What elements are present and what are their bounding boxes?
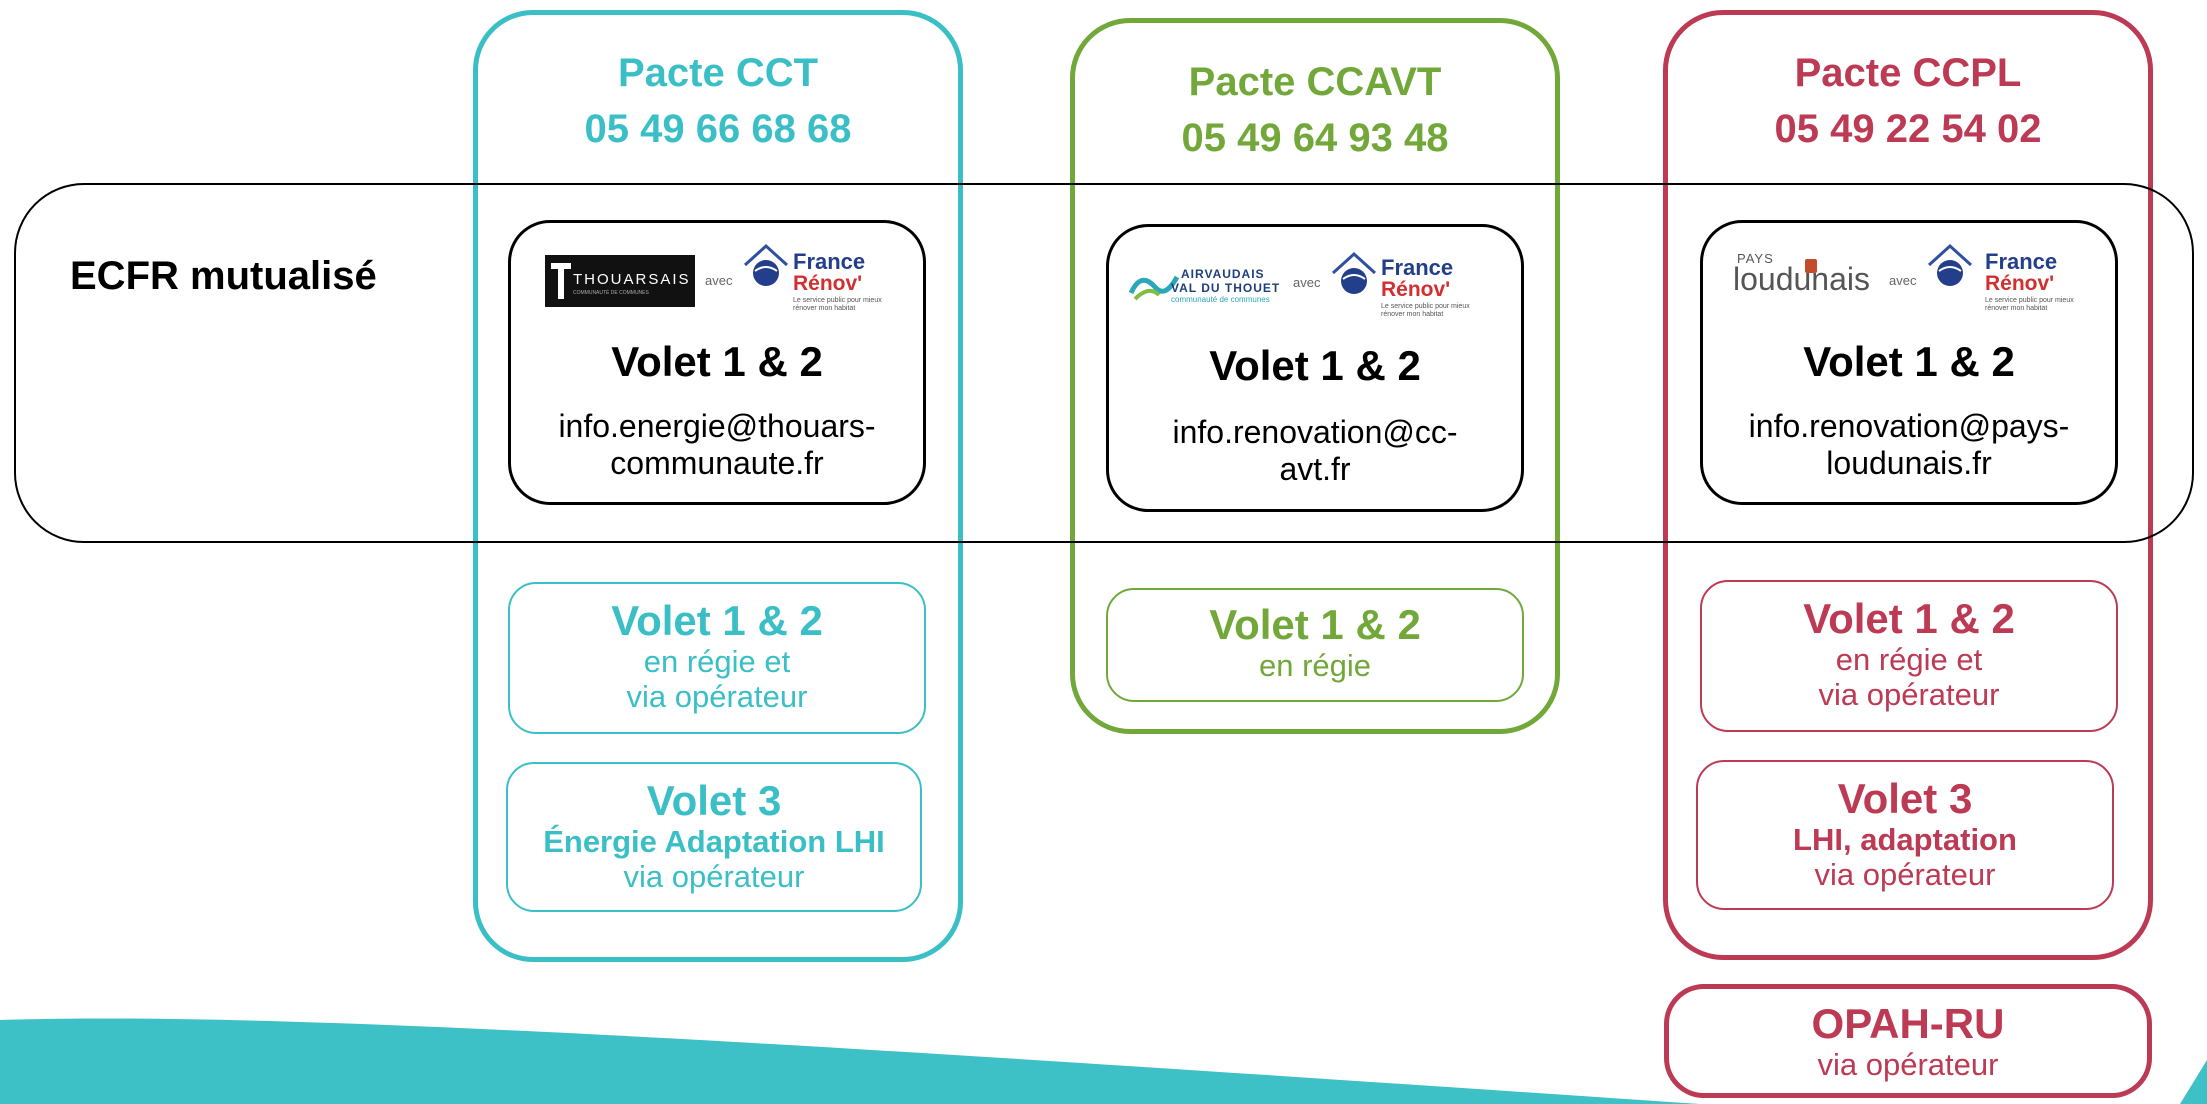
teal-corner-decoration [2180, 1060, 2207, 1104]
cct-email-line-2: communaute.fr [610, 445, 824, 481]
cct-logo-row: THOUARSAIS COMMUNAUTÉ DE COMMUNES avec F… [511, 243, 923, 313]
ccpl-ecfr-title: Volet 1 & 2 [1803, 338, 2015, 385]
ccavt-volet12-title: Volet 1 & 2 [1209, 601, 1421, 648]
cct-volet12-title: Volet 1 & 2 [611, 597, 823, 644]
cct-volet3-box: Volet 3 Énergie Adaptation LHI via opéra… [506, 762, 922, 912]
france-renov-logo-renov: Rénov' [1381, 278, 1451, 301]
cct-volet3-subtitle: Énergie Adaptation LHI [543, 824, 885, 859]
ccavt-logo-row: AIRVAUDAIS VAL DU THOUET communauté de c… [1109, 251, 1521, 321]
france-renov-logo-renov: Rénov' [1985, 272, 2055, 295]
ccpl-volet12-box: Volet 1 & 2 en régie et via opérateur [1700, 580, 2118, 732]
ccpl-email-line-2: loudunais.fr [1826, 445, 1992, 481]
cct-ecfr-title: Volet 1 & 2 [611, 338, 823, 385]
avec-text: avec [705, 273, 733, 288]
ccpl-phone: 05 49 22 54 02 [1774, 107, 2042, 151]
thouarsais-logo-t-stem [558, 269, 564, 299]
ccavt-title: Pacte CCAVT [1188, 60, 1442, 104]
ccavt-volet12-line-1: en régie [1258, 648, 1372, 683]
avec-text: avec [1293, 275, 1321, 290]
cct-volet12-line-2: via opérateur [626, 679, 808, 714]
france-renov-house-icon [743, 243, 789, 286]
ccpl-volet3-line: via opérateur [1814, 857, 1996, 892]
ccavt-ecfr-card: AIRVAUDAIS VAL DU THOUET communauté de c… [1106, 224, 1524, 512]
ccpl-volet12-title: Volet 1 & 2 [1803, 595, 2015, 642]
france-renov-logo-renov: Rénov' [793, 272, 863, 295]
france-renov-house-icon [1927, 243, 1973, 286]
ccavt-email-line-1: info.renovation@cc- [1172, 414, 1458, 450]
ccpl-ecfr-email: info.renovation@pays- loudunais.fr [1703, 408, 2115, 482]
loudunais-logo-pays: PAYS [1737, 251, 1774, 266]
ccpl-ecfr-card: PAYS loudunais avec France Rénov' Le ser… [1700, 220, 2118, 505]
ccpl-volet3-box: Volet 3 LHI, adaptation via opérateur [1696, 760, 2114, 910]
ccpl-opah-ru-box: OPAH-RU via opérateur [1664, 984, 2152, 1098]
cct-phone: 05 49 66 68 68 [584, 107, 852, 151]
france-renov-tagline: Le service public pour mieux rénover mon… [1985, 297, 2074, 312]
ccavt-volet12-box: Volet 1 & 2 en régie [1106, 588, 1524, 702]
airvaudais-logo-line-3: communauté de communes [1171, 295, 1270, 304]
ccpl-volet3-subtitle: LHI, adaptation [1793, 822, 2017, 857]
ecfr-band [14, 183, 2194, 543]
ecfr-label: ECFR mutualisé [70, 254, 377, 298]
ccavt-email-line-2: avt.fr [1279, 451, 1351, 487]
loudunais-logo-crest [1805, 259, 1817, 273]
cct-title: Pacte CCT [617, 51, 819, 95]
thouarsais-logo-subtext: COMMUNAUTÉ DE COMMUNES [573, 290, 649, 296]
france-renov-logo-france: France [1985, 249, 2058, 274]
cct-email-line-1: info.energie@thouars- [558, 408, 876, 444]
cct-volet12-line-1: en régie et [643, 644, 791, 679]
ccavt-column-frame [1070, 18, 1560, 734]
cct-volet3-title: Volet 3 [646, 777, 782, 824]
ccpl-volet12-line-2: via opérateur [1818, 677, 2000, 712]
ccpl-title: Pacte CCPL [1794, 51, 2022, 95]
france-renov-tagline: Le service public pour mieux rénover mon… [1381, 303, 1470, 318]
cct-ecfr-card: THOUARSAIS COMMUNAUTÉ DE COMMUNES avec F… [508, 220, 926, 505]
thouarsais-logo-t-mark [551, 263, 571, 269]
ccpl-email-line-1: info.renovation@pays- [1748, 408, 2070, 444]
cct-volet3-line: via opérateur [623, 859, 805, 894]
ccpl-volet3-title: Volet 3 [1837, 775, 1973, 822]
thouarsais-logo: THOUARSAIS COMMUNAUTÉ DE COMMUNES [545, 255, 695, 307]
loudunais-logo-text: loudunais [1733, 261, 1870, 297]
ccpl-volet12-line-1: en régie et [1835, 642, 1983, 677]
cct-volet12-box: Volet 1 & 2 en régie et via opérateur [508, 582, 926, 734]
thouarsais-logo-text: THOUARSAIS [573, 271, 691, 288]
airvaudais-logo-line-2: VAL DU THOUET [1171, 281, 1281, 295]
avec-text: avec [1889, 273, 1917, 288]
ccpl-header: Pacte CCPL 05 49 22 54 02 [1663, 45, 2153, 157]
cct-header: Pacte CCT 05 49 66 68 68 [473, 45, 963, 157]
cct-column-frame [473, 10, 963, 962]
ccpl-opah-ru-title: OPAH-RU [1811, 1000, 2005, 1047]
ccavt-ecfr-email: info.renovation@cc- avt.fr [1109, 414, 1521, 488]
airvaudais-wave-icon [1129, 275, 1179, 301]
ccavt-phone: 05 49 64 93 48 [1181, 116, 1449, 160]
ccavt-header: Pacte CCAVT 05 49 64 93 48 [1070, 54, 1560, 166]
ccpl-logo-row: PAYS loudunais avec France Rénov' Le ser… [1703, 243, 2115, 313]
teal-swoosh-decoration [0, 1018, 1700, 1104]
ccpl-opah-ru-line: via opérateur [1817, 1047, 1999, 1082]
france-renov-house-icon [1331, 251, 1377, 294]
france-renov-logo-france: France [793, 249, 866, 274]
ccavt-ecfr-title: Volet 1 & 2 [1209, 342, 1421, 389]
france-renov-logo-france: France [1381, 255, 1454, 280]
airvaudais-logo-line-1: AIRVAUDAIS [1181, 267, 1265, 281]
cct-ecfr-email: info.energie@thouars- communaute.fr [511, 408, 923, 482]
france-renov-tagline: Le service public pour mieux rénover mon… [793, 297, 882, 312]
